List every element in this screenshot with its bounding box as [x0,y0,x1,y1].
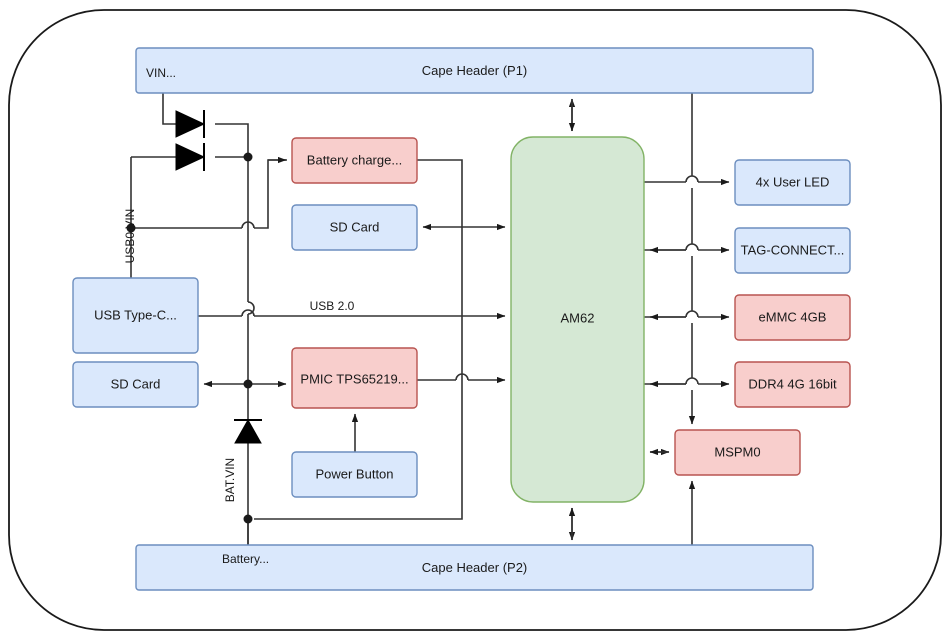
junction-dot-pmic [243,379,253,389]
block-mspm0[interactable]: MSPM0 [674,429,801,476]
block-emmc[interactable]: eMMC 4GB [734,294,851,341]
block-cape-header-p1[interactable]: Cape Header (P1) VIN... [135,47,814,94]
wire-hop-ddr4 [685,377,699,385]
sd-card-top-label: SD Card [330,219,380,234]
cape-header-p2-corner-label: Battery... [222,552,269,566]
cape-header-p1-label: Cape Header (P1) [422,63,528,78]
power-button-label: Power Button [315,466,393,481]
wire-label-usb20: USB 2.0 [310,299,355,313]
wire-hop-emmc [685,310,699,318]
wire-diode1-to-node [215,123,249,157]
wire-label-bat-vin: BAT.VIN [223,458,237,502]
sd-card-bottom-label: SD Card [111,376,161,391]
wire-hop-led [685,175,699,183]
junction-dot-vin [243,152,253,162]
diode-3-icon [234,418,262,444]
am62-label: AM62 [561,310,595,325]
block-am62[interactable]: AM62 [510,136,645,503]
block-cape-header-p2[interactable]: Cape Header (P2) Battery... [135,544,814,591]
pmic-label: PMIC TPS65219... [300,371,408,386]
wire-hop-tag [685,243,699,251]
cape-header-p1-corner-label: VIN... [146,66,176,80]
block-user-led[interactable]: 4x User LED [734,159,851,206]
wire-label-usb0-vin: USB0 VIN [123,209,137,264]
block-sd-card-bottom[interactable]: SD Card [72,361,199,408]
block-tag-connect[interactable]: TAG-CONNECT... [734,227,851,274]
diode-group [175,110,262,444]
block-pmic[interactable]: PMIC TPS65219... [291,347,418,409]
junction-dot-usb0vin [126,223,136,233]
junction-dot-batvin [243,514,253,524]
wire-hop-usb20-bus [241,309,255,317]
mspm0-label: MSPM0 [714,444,760,459]
wire-hop-pmic-feed [455,373,469,381]
wire-group [126,93,730,560]
diode-2-icon [175,143,206,171]
diode-1-icon [175,110,206,138]
cape-header-p2-label: Cape Header (P2) [422,560,528,575]
emmc-label: eMMC 4GB [759,309,827,324]
tag-connect-label: TAG-CONNECT... [741,242,845,257]
wire-hop-bus-usb20 [247,301,255,315]
block-ddr4[interactable]: DDR4 4G 16bit [734,361,851,408]
battery-charger-label: Battery charge... [307,152,402,167]
block-power-button[interactable]: Power Button [291,451,418,498]
block-battery-charger[interactable]: Battery charge... [291,137,418,184]
user-led-label: 4x User LED [756,174,830,189]
usb-type-c-label: USB Type-C... [94,307,177,322]
block-sd-card-top[interactable]: SD Card [291,204,418,251]
block-usb-type-c[interactable]: USB Type-C... [72,277,199,354]
ddr4-label: DDR4 4G 16bit [748,376,837,391]
wire-charger-out [254,159,463,520]
